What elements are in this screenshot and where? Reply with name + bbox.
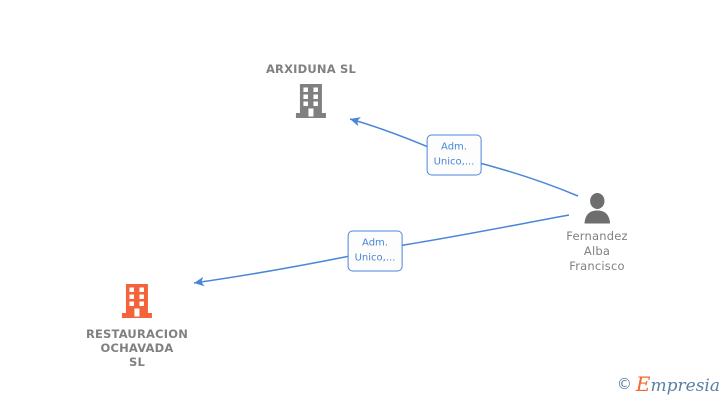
node-arxiduna[interactable]: ARXIDUNA SL bbox=[266, 62, 356, 122]
office-building-icon bbox=[294, 82, 328, 122]
node-arxiduna-label: ARXIDUNA SL bbox=[265, 62, 357, 76]
empresia-brand-rest: mpresia bbox=[650, 376, 721, 396]
person-icon bbox=[580, 192, 614, 224]
office-building-icon bbox=[120, 282, 154, 322]
empresia-watermark: © Empresia bbox=[617, 374, 720, 395]
node-fernandez-label: Fernandez Alba Francisco bbox=[566, 229, 628, 273]
empresia-brand-initial: E bbox=[635, 372, 651, 396]
edge-label-adm-unico-restauracion[interactable]: Adm. Unico,... bbox=[347, 230, 403, 272]
edge-label-adm-unico-arxiduna[interactable]: Adm. Unico,... bbox=[426, 134, 482, 176]
node-restauracion-ochavada[interactable]: RESTAURACION OCHAVADA SL bbox=[86, 282, 188, 369]
node-fernandez-alba-francisco[interactable]: Fernandez Alba Francisco bbox=[566, 192, 628, 274]
copyright-icon: © bbox=[616, 375, 632, 393]
node-restauracion-label: RESTAURACION OCHAVADA SL bbox=[85, 327, 189, 369]
empresia-brand-text: Empresia bbox=[636, 374, 720, 395]
